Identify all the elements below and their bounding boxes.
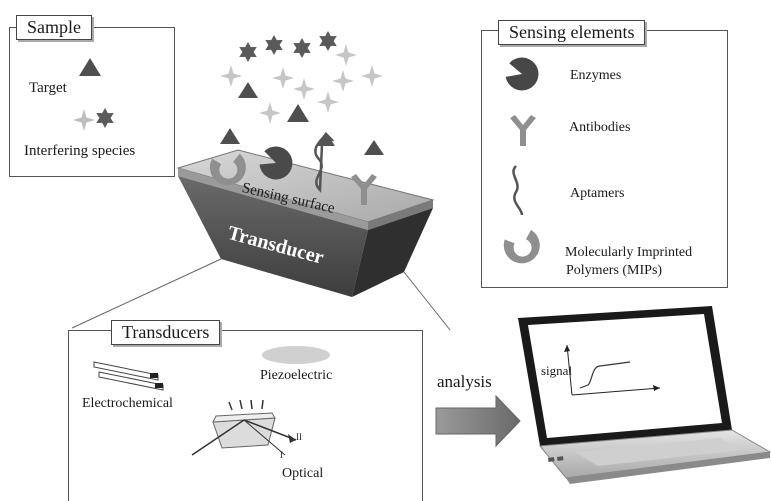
interfering-species-label: Interfering species: [24, 143, 136, 159]
analysis-arrow: [435, 394, 521, 448]
sample-panel: [9, 27, 175, 177]
piezoelectric-label: Piezoelectric: [260, 368, 333, 383]
optical-icon: [191, 399, 297, 456]
laptop-icon: [518, 306, 771, 484]
optical-mark-1: I: [280, 450, 283, 460]
surface-antibody: [351, 140, 384, 205]
floating-molecules: [220, 31, 383, 124]
sample-title: Sample: [16, 15, 92, 40]
piezoelectric-icon: [262, 346, 330, 364]
mip-label-line2: Polymers (MIPs): [566, 263, 663, 278]
optical-label: Optical: [282, 466, 324, 481]
electrochemical-label: Electrochemical: [82, 396, 173, 411]
aptamers-label: Aptamers: [570, 186, 625, 201]
surface-aptamer: [314, 132, 335, 193]
antibodies-label: Antibodies: [569, 120, 631, 135]
transducers-panel: [68, 330, 423, 501]
transducers-title: Transducers: [111, 320, 221, 345]
signal-label: signal: [541, 363, 573, 378]
sample-target-icon: [79, 58, 101, 76]
surface-mip: [208, 128, 249, 189]
diagram-canvas: Sample Target Interfering species Sensin…: [9, 15, 771, 501]
enzymes-label: Enzymes: [570, 68, 622, 83]
optical-mark-2: II: [296, 432, 302, 442]
mip-label-line1: Molecularly Imprinted: [565, 245, 693, 260]
analysis-label: analysis: [437, 372, 492, 391]
electrochemical-icon: [93, 361, 164, 391]
target-label: Target: [29, 80, 67, 96]
sensing-elements-title: Sensing elements: [498, 20, 646, 45]
diagram-artwork: [71, 31, 771, 484]
aptamer-icon: [512, 165, 524, 216]
